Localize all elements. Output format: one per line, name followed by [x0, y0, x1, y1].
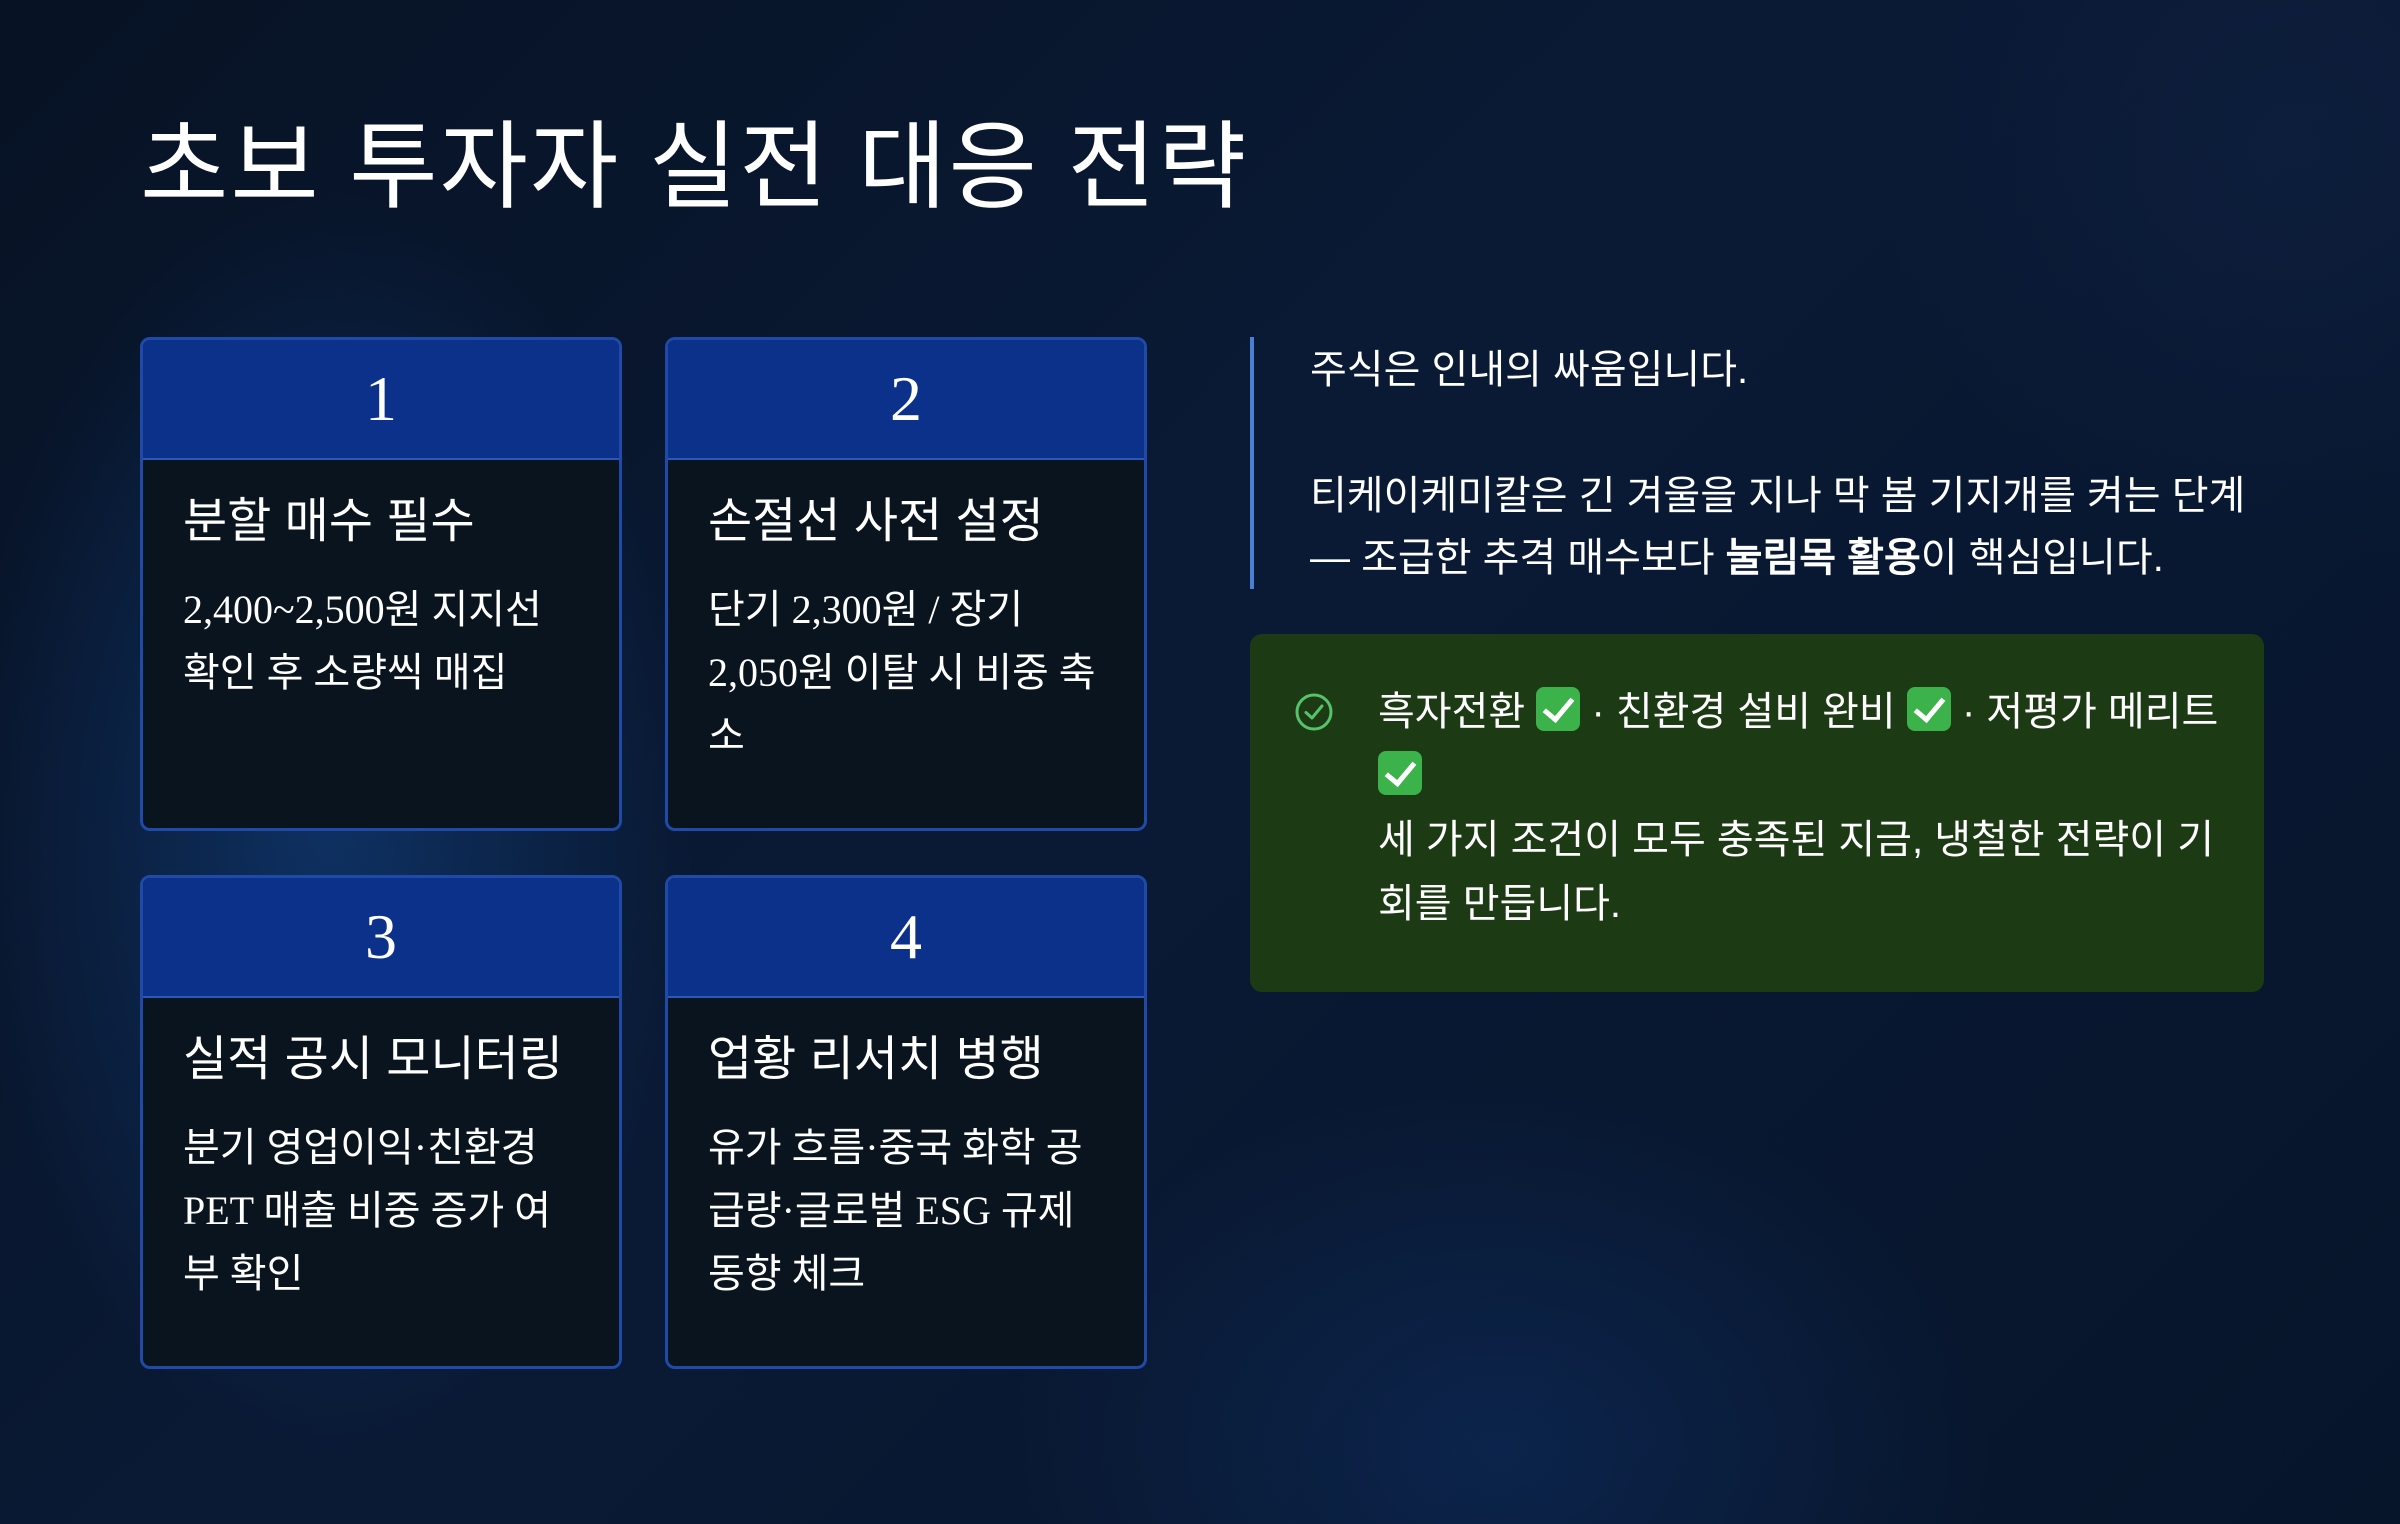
card-text-line: 분기 영업이익·친환경 — [183, 1125, 538, 1170]
card-number: 1 — [365, 363, 397, 434]
slide-title: 초보 투자자 실전 대응 전략 — [140, 114, 1249, 221]
card-header: 4 — [668, 878, 1144, 998]
card-header: 2 — [668, 340, 1144, 460]
card-text-line: 2,050원 이탈 시 비중 축 — [708, 650, 1096, 695]
callout-condition: 흑자전환 — [1378, 690, 1526, 734]
callout-condition: · 친환경 설비 완비 — [1580, 690, 1907, 734]
card-text: 2,400~2,500원 지지선 확인 후 소량씩 매집 — [183, 578, 579, 704]
strategy-card-1: 1 분할 매수 필수 2,400~2,500원 지지선 확인 후 소량씩 매집 — [140, 337, 622, 831]
quote-spacer — [1310, 401, 2250, 465]
card-text: 단기 2,300원 / 장기 2,050원 이탈 시 비중 축 소 — [708, 578, 1104, 767]
card-body: 분할 매수 필수 2,400~2,500원 지지선 확인 후 소량씩 매집 — [143, 460, 619, 704]
check-mark-icon — [1536, 687, 1581, 731]
callout-box: 흑자전환 · 친환경 설비 완비 · 저평가 메리트 세 가지 조건이 모두 충… — [1250, 634, 2264, 992]
strategy-card-4: 4 업황 리서치 병행 유가 흐름·중국 화학 공 급량·글로벌 ESG 규제 … — [665, 875, 1147, 1369]
card-text-line: 유가 흐름·중국 화학 공 — [708, 1125, 1083, 1170]
card-title: 실적 공시 모니터링 — [183, 1033, 563, 1086]
card-text-line: 단기 2,300원 / 장기 — [708, 587, 1024, 632]
card-text-line: 2,400~2,500원 지지선 — [183, 587, 542, 632]
quote-line-1: 주식은 인내의 싸움입니다. — [1310, 348, 1749, 392]
card-number: 2 — [890, 363, 922, 434]
strategy-card-3: 3 실적 공시 모니터링 분기 영업이익·친환경 PET 매출 비중 증가 여 … — [140, 875, 622, 1369]
card-number: 3 — [365, 901, 397, 972]
card-text-line: 확인 후 소량씩 매집 — [183, 650, 508, 695]
card-text-line: 동향 체크 — [708, 1251, 866, 1296]
card-text: 유가 흐름·중국 화학 공 급량·글로벌 ESG 규제 동향 체크 — [708, 1116, 1104, 1305]
callout-line: 세 가지 조건이 모두 충족된 지금, 냉철한 전략이 기 — [1378, 818, 2215, 862]
check-mark-icon — [1906, 687, 1951, 731]
card-text-line: 급량·글로벌 ESG 규제 — [708, 1188, 1075, 1233]
card-number: 4 — [890, 901, 922, 972]
callout-line: 회를 만듭니다. — [1378, 882, 1622, 926]
callout-text: 흑자전환 · 친환경 설비 완비 · 저평가 메리트 세 가지 조건이 모두 충… — [1378, 680, 2238, 936]
check-mark-icon — [1378, 751, 1422, 795]
quote-line-2: 티케이케미칼은 긴 겨울을 지나 막 봄 기지개를 켜는 단계 — [1310, 474, 2246, 518]
card-header: 3 — [143, 878, 619, 998]
quote-text: — 조급한 추격 매수보다 — [1310, 536, 1726, 580]
quote-text: 이 핵심입니다. — [1920, 536, 2164, 580]
card-title: 업황 리서치 병행 — [708, 1033, 1044, 1086]
card-header: 1 — [143, 340, 619, 460]
strategy-card-2: 2 손절선 사전 설정 단기 2,300원 / 장기 2,050원 이탈 시 비… — [665, 337, 1147, 831]
callout-condition: · 저평가 메리트 — [1950, 690, 2219, 734]
quote-line-3: — 조급한 추격 매수보다 눌림목 활용이 핵심입니다. — [1310, 527, 2250, 589]
quote-block: 주식은 인내의 싸움입니다. 티케이케미칼은 긴 겨울을 지나 막 봄 기지개를… — [1250, 337, 2250, 589]
card-body: 업황 리서치 병행 유가 흐름·중국 화학 공 급량·글로벌 ESG 규제 동향… — [668, 998, 1144, 1305]
card-title: 손절선 사전 설정 — [708, 495, 1044, 548]
card-text: 분기 영업이익·친환경 PET 매출 비중 증가 여 부 확인 — [183, 1116, 579, 1305]
card-text-line: PET 매출 비중 증가 여 — [183, 1188, 551, 1233]
card-body: 실적 공시 모니터링 분기 영업이익·친환경 PET 매출 비중 증가 여 부 … — [143, 998, 619, 1305]
card-text-line: 소 — [708, 713, 745, 758]
quote-emphasis: 눌림목 활용 — [1725, 536, 1921, 580]
card-title: 분할 매수 필수 — [183, 495, 475, 548]
check-circle-icon — [1295, 693, 1333, 731]
card-body: 손절선 사전 설정 단기 2,300원 / 장기 2,050원 이탈 시 비중 … — [668, 460, 1144, 767]
card-text-line: 부 확인 — [183, 1251, 304, 1296]
